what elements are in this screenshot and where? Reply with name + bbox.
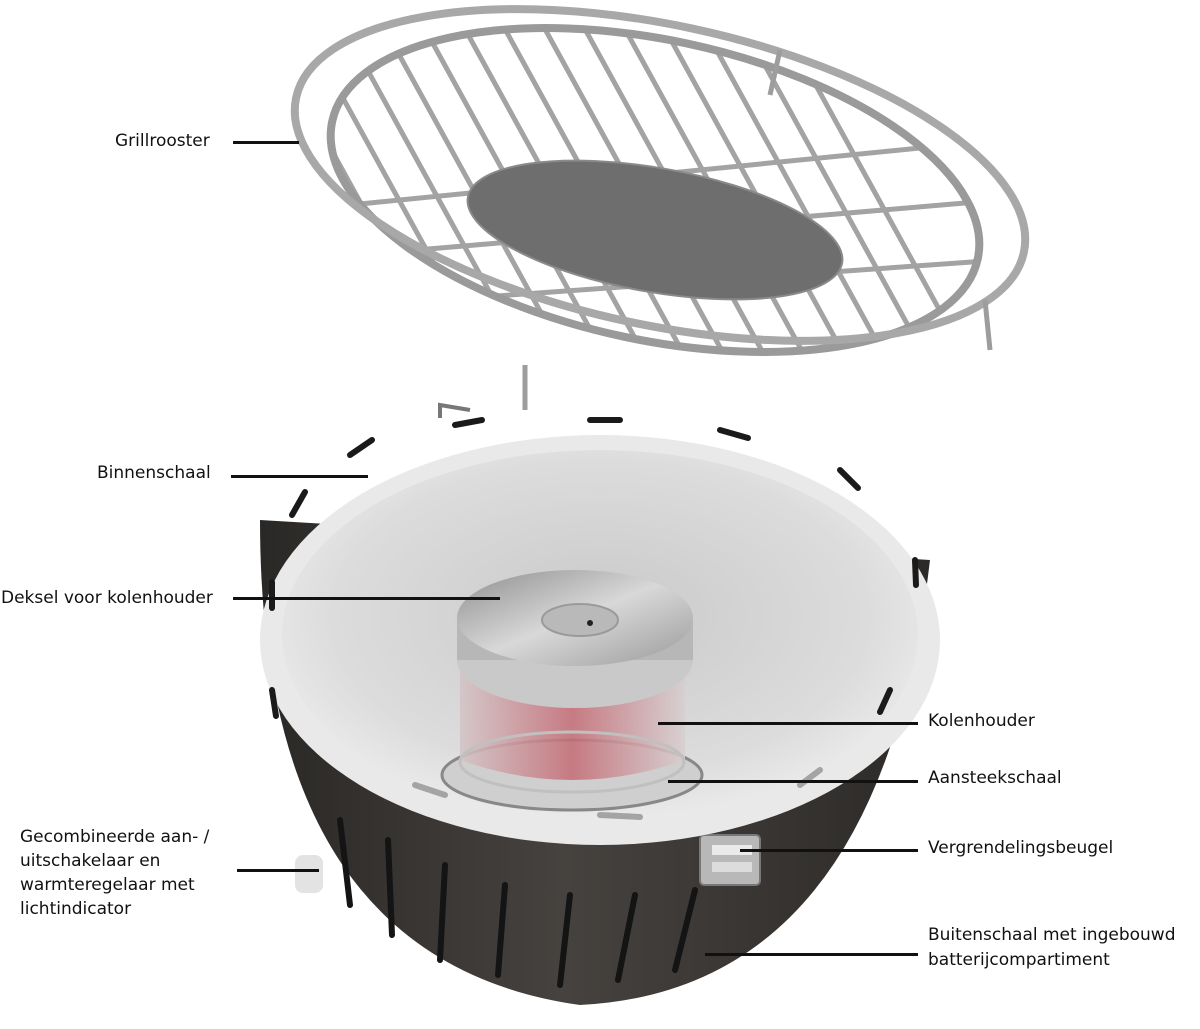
power-switch xyxy=(295,855,323,893)
coal-holder-lid xyxy=(457,570,693,708)
label-vergrendeling: Vergrendelingsbeugel xyxy=(928,838,1114,858)
locking-latch xyxy=(699,834,761,886)
label-schakelaar: Gecombineerde aan- / uitschakelaar en wa… xyxy=(20,827,210,919)
leader-schakelaar xyxy=(237,869,319,872)
leader-vergrendeling xyxy=(740,849,918,852)
label-binnenschaal: Binnenschaal xyxy=(97,463,211,483)
label-aansteekschaal: Aansteekschaal xyxy=(928,768,1062,788)
label-kolenhouder: Kolenhouder xyxy=(928,711,1035,731)
leader-grillrooster xyxy=(233,141,299,144)
label-buitenschaal: Buitenschaal met ingebouwd batterijcompa… xyxy=(928,925,1176,970)
leader-binnenschaal xyxy=(231,475,368,478)
leader-aansteekschaal xyxy=(668,780,918,783)
leader-kolenhouder xyxy=(658,722,918,725)
label-deksel: Deksel voor kolenhouder xyxy=(1,588,213,608)
leader-deksel xyxy=(233,597,500,600)
leader-buitenschaal xyxy=(705,953,918,956)
grill-grate xyxy=(290,5,1030,410)
label-grillrooster: Grillrooster xyxy=(115,131,210,151)
